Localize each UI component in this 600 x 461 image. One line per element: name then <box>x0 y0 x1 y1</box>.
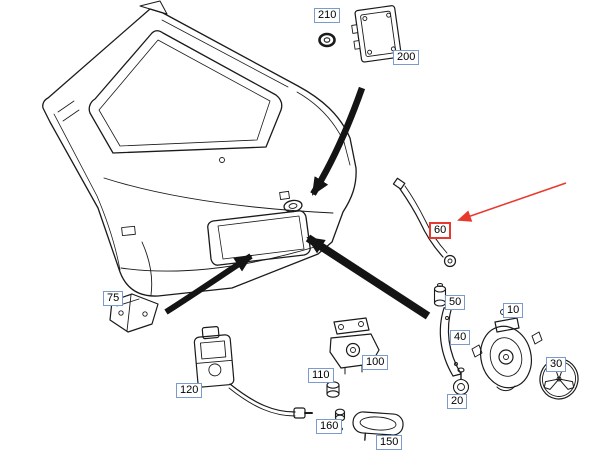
part-label-110[interactable]: 110 <box>308 368 334 383</box>
part-label-210[interactable]: 210 <box>314 8 341 23</box>
tailgate-drawing <box>42 0 357 297</box>
part-label-30[interactable]: 30 <box>546 357 567 372</box>
black-pointer-arrow-left <box>164 253 253 315</box>
part-10-drawing[interactable] <box>471 309 543 394</box>
part-label-75[interactable]: 75 <box>103 291 124 306</box>
part-200-drawing[interactable] <box>350 5 402 63</box>
red-pointer-arrow <box>457 182 567 222</box>
lock-cylinder-hole <box>283 199 303 213</box>
part-label-60[interactable]: 60 <box>429 222 452 239</box>
part-110-drawing[interactable] <box>326 381 340 398</box>
part-20-drawing[interactable] <box>452 367 470 396</box>
part-label-100[interactable]: 100 <box>362 355 389 370</box>
part-label-150[interactable]: 150 <box>376 435 403 450</box>
part-label-10[interactable]: 10 <box>503 303 524 318</box>
part-label-20[interactable]: 20 <box>447 394 468 409</box>
part-210-drawing[interactable] <box>318 32 336 48</box>
part-label-50[interactable]: 50 <box>445 295 466 310</box>
part-50-drawing[interactable] <box>433 282 447 307</box>
black-pointer-arrow-top <box>310 86 366 196</box>
part-label-200[interactable]: 200 <box>393 50 420 65</box>
license-plate-recess <box>207 210 311 266</box>
part-label-40[interactable]: 40 <box>450 330 471 345</box>
part-60-drawing[interactable] <box>392 177 457 268</box>
part-label-160[interactable]: 160 <box>316 419 343 434</box>
window-opening <box>88 30 283 154</box>
part-label-120[interactable]: 120 <box>176 383 203 398</box>
black-pointer-arrow-right <box>305 234 431 320</box>
part-120-drawing[interactable] <box>193 325 313 419</box>
tailgate-outline <box>42 8 357 297</box>
spoiler-tip <box>139 0 168 15</box>
